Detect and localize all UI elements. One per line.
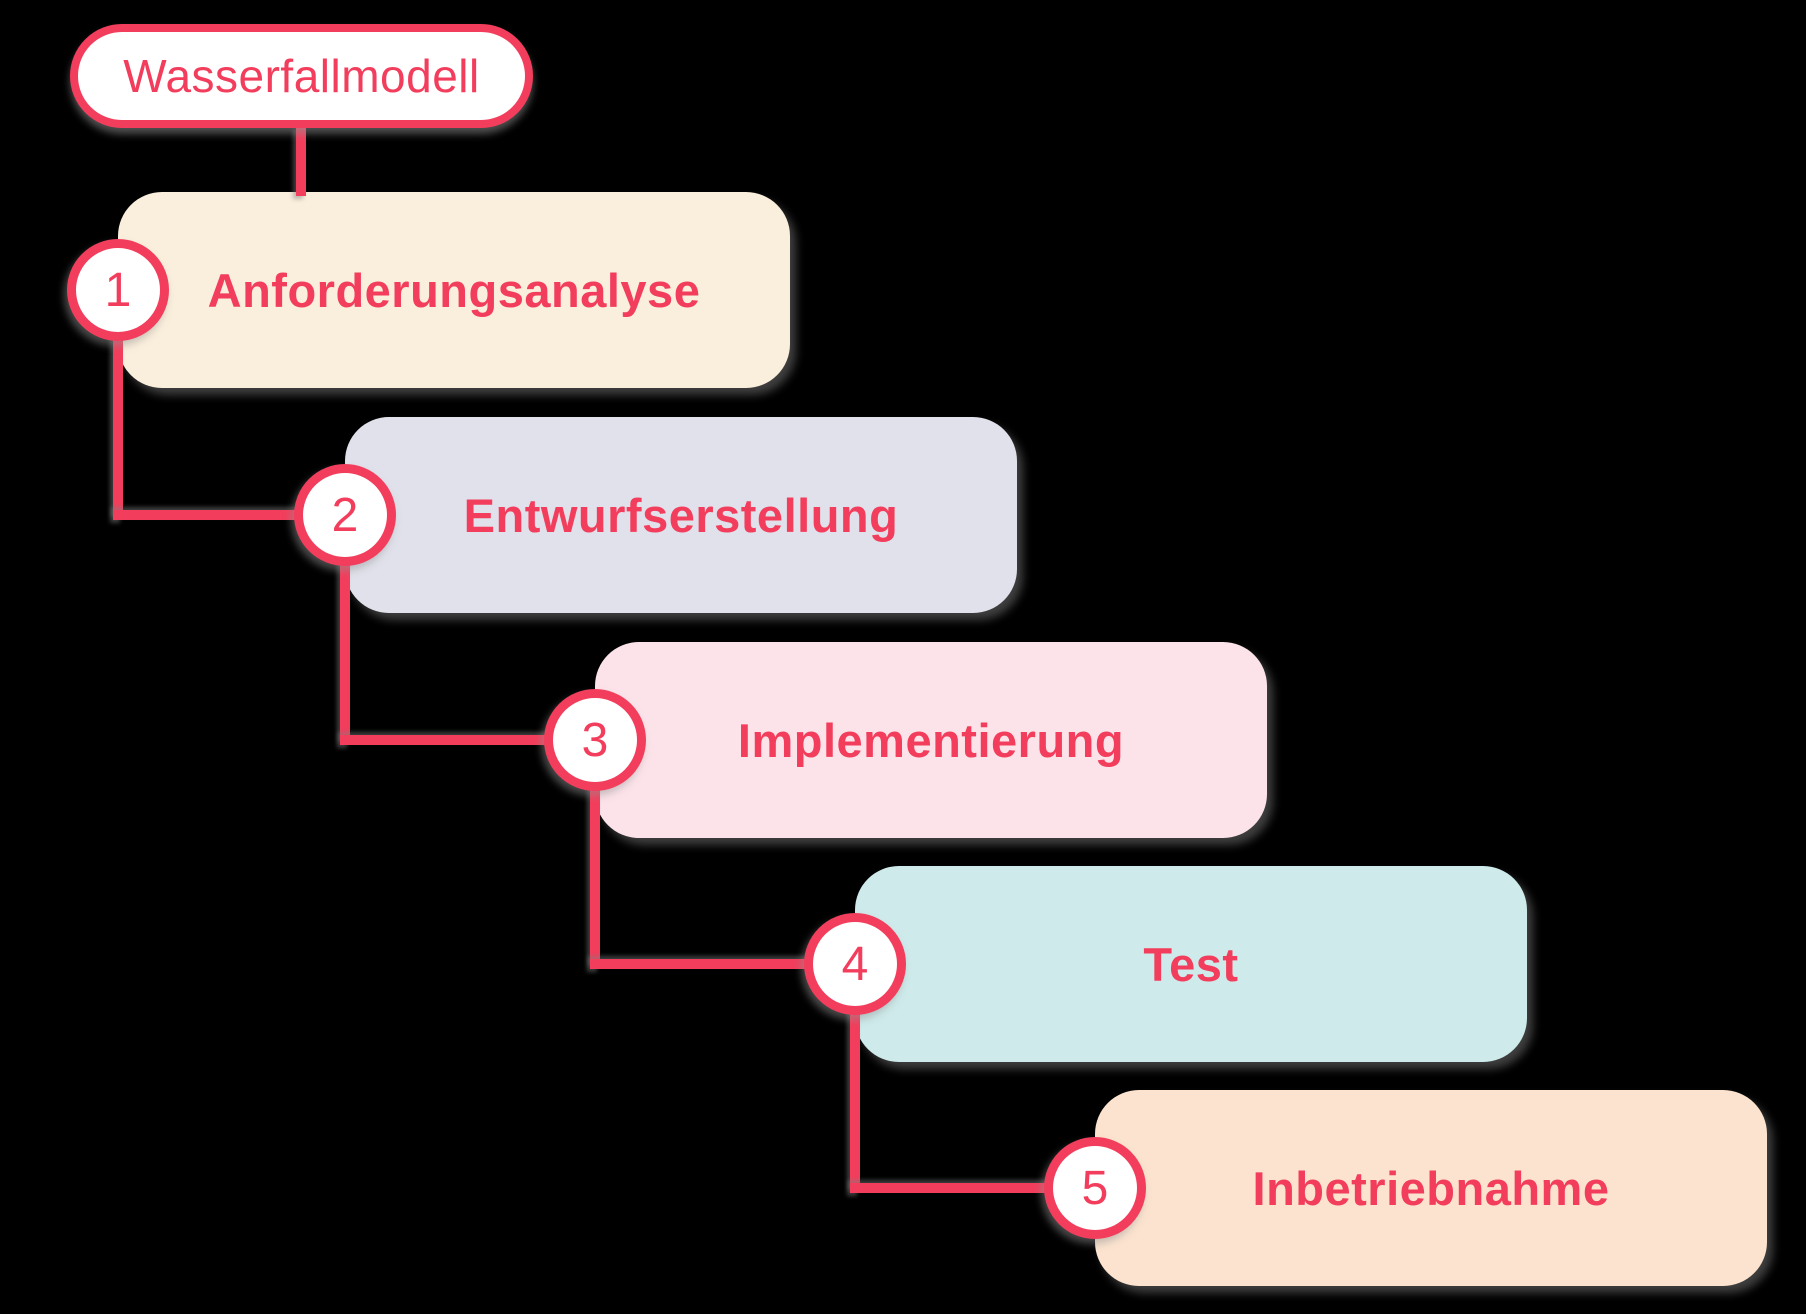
connector-step4-step5-vertical (850, 964, 860, 1193)
step-box-implementierung: Implementierung (595, 642, 1267, 838)
connector-step1-step2-horizontal (113, 510, 303, 520)
step-number: 2 (331, 488, 359, 542)
title-label: Wasserfallmodell (123, 50, 480, 102)
connector-step2-step3-vertical (340, 515, 350, 745)
step-number: 1 (104, 263, 132, 317)
step-number-badge-2: 2 (294, 464, 396, 566)
step-number-badge-5: 5 (1044, 1137, 1146, 1239)
title-node: Wasserfallmodell (70, 24, 533, 128)
connector-step1-step2-vertical (113, 290, 123, 520)
step-label: Anforderungsanalyse (207, 263, 701, 317)
step-number: 3 (581, 713, 609, 767)
step-number-badge-3: 3 (544, 689, 646, 791)
connector-step4-step5-horizontal (850, 1183, 1053, 1193)
step-box-anforderungsanalyse: Anforderungsanalyse (118, 192, 790, 388)
step-label: Implementierung (737, 713, 1125, 767)
step-number: 4 (841, 937, 869, 991)
step-label: Test (1143, 937, 1239, 991)
connector-step3-step4-horizontal (590, 959, 813, 969)
step-number-badge-1: 1 (67, 239, 169, 341)
step-box-test: Test (855, 866, 1527, 1062)
step-box-entwurfserstellung: Entwurfserstellung (345, 417, 1017, 613)
step-number: 5 (1081, 1161, 1109, 1215)
connector-step2-step3-horizontal (340, 735, 553, 745)
step-box-inbetriebnahme: Inbetriebnahme (1095, 1090, 1767, 1286)
connector-title-to-step1 (296, 126, 306, 196)
step-label: Inbetriebnahme (1252, 1161, 1610, 1215)
step-number-badge-4: 4 (804, 913, 906, 1015)
step-label: Entwurfserstellung (463, 488, 899, 542)
connector-step3-step4-vertical (590, 740, 600, 969)
